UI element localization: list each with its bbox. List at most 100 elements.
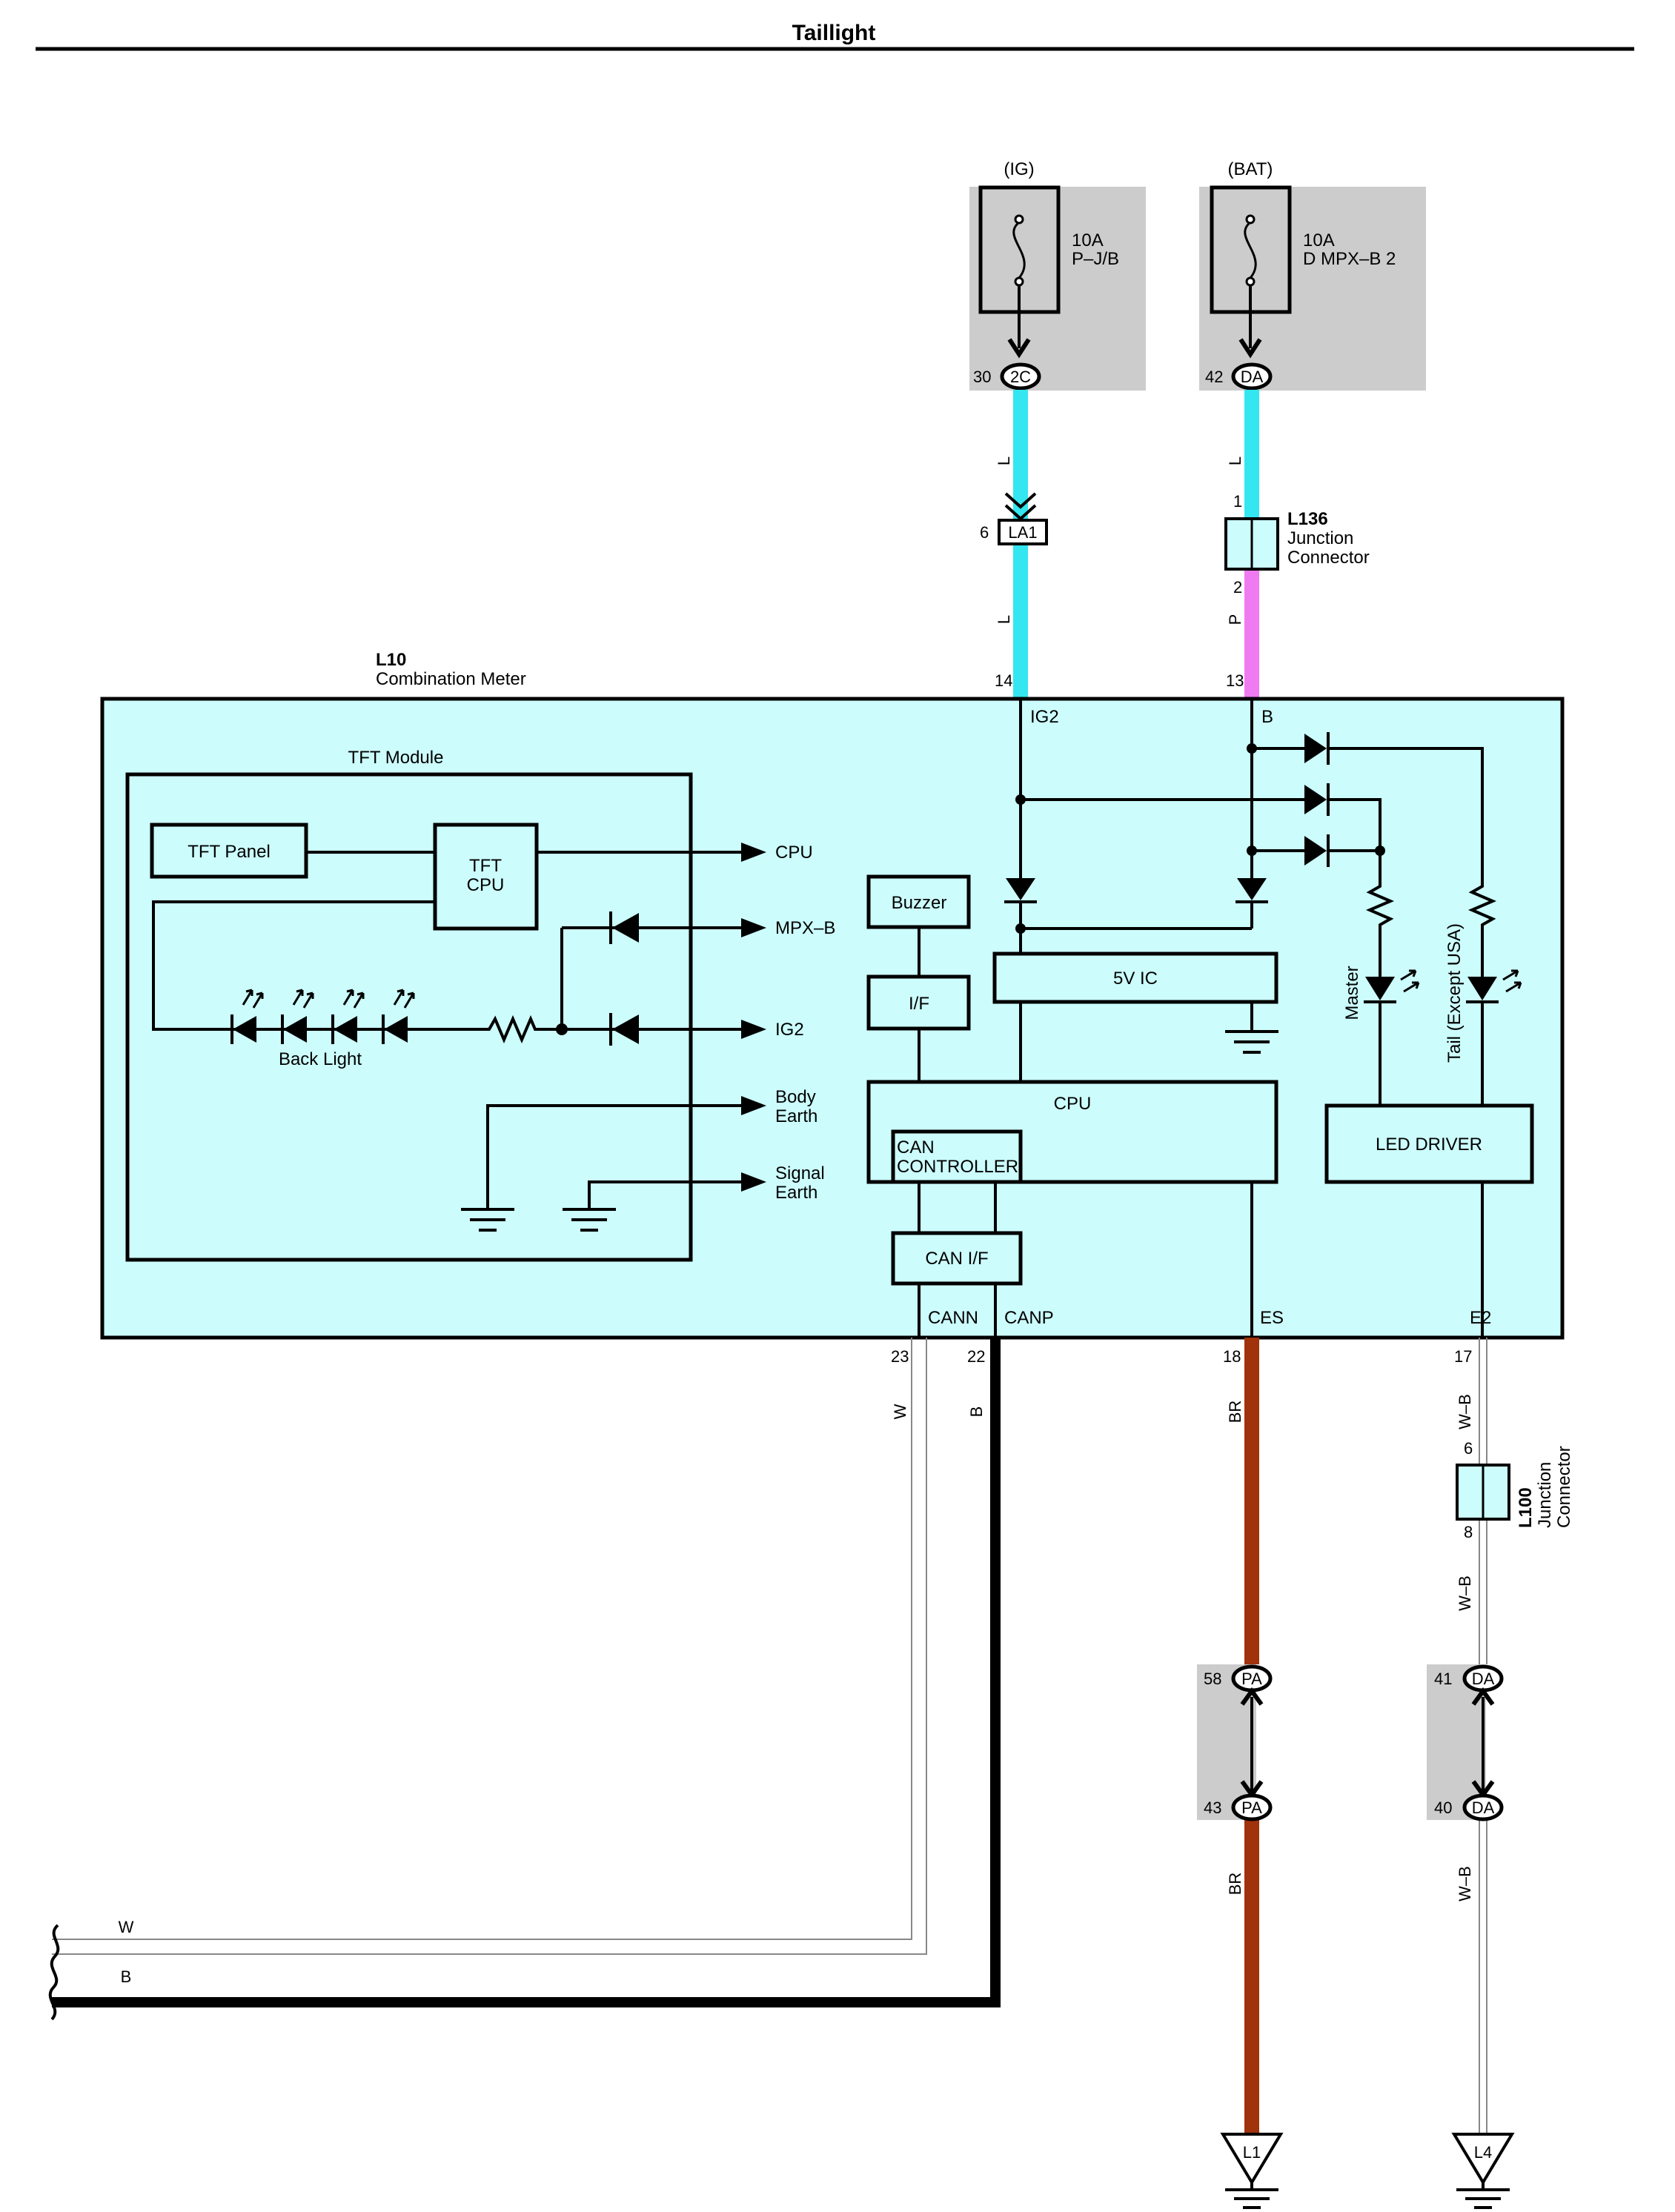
resistor-master — [1365, 882, 1395, 977]
wire-color-b: B — [121, 1967, 132, 1986]
resistor-tail — [1467, 882, 1497, 977]
diode-mpxb — [612, 913, 639, 943]
wire-color-l: L — [995, 615, 1013, 624]
bat-fuse-rating: 10A — [1303, 230, 1335, 250]
ig-fuse-name: P–J/B — [1072, 249, 1119, 269]
pin-es-label: ES — [1260, 1308, 1284, 1328]
wb-wire: W–B W–B W–B 6 8 L100 Junction Connector … — [1434, 1338, 1574, 2134]
ground-symbol — [563, 1208, 616, 1232]
bat-wire: L P 1 2 L136 Junction Connector — [1224, 390, 1370, 699]
ig-wire: L L LA1 6 — [980, 390, 1048, 699]
led-driver-label: LED DRIVER — [1376, 1135, 1482, 1155]
5v-ic-block — [992, 951, 1278, 1004]
wire-color-w: W — [891, 1404, 909, 1419]
pa-top-code: PA — [1241, 1670, 1262, 1688]
ig-pin-number: 30 — [973, 368, 991, 386]
ground-l1: L1 — [1220, 2133, 1284, 2209]
da-top-code: DA — [1472, 1670, 1495, 1688]
l100-pin-bottom: 8 — [1464, 1523, 1473, 1541]
ground-l4-label: L4 — [1474, 2143, 1492, 2162]
tft-output-body-2: Earth — [775, 1106, 817, 1126]
l136-label-1: Junction — [1287, 528, 1353, 548]
tft-module: TFT Module TFT Panel TFT CPU CPU — [125, 748, 835, 1262]
tft-cpu-label-1: TFT — [469, 856, 502, 876]
led-driver-block — [1324, 1103, 1534, 1184]
wire-color-br: BR — [1226, 1873, 1244, 1896]
if-label: I/F — [909, 994, 929, 1014]
pin-23-number: 23 — [891, 1347, 909, 1366]
wire-color-b: B — [967, 1406, 986, 1418]
la1-connector-code: LA1 — [1008, 523, 1037, 542]
page-title: Taillight — [792, 21, 876, 45]
cpu-block — [866, 1080, 1278, 1184]
pa-bottom-code: PA — [1241, 1799, 1262, 1817]
wire-color-wb: W–B — [1456, 1575, 1474, 1611]
br-wire: BR BR PA 58 PA 43 — [1204, 1338, 1273, 2134]
tft-module-title: TFT Module — [348, 748, 444, 768]
buzzer-label: Buzzer — [892, 893, 947, 913]
pin-18-number: 18 — [1223, 1347, 1241, 1366]
fuse-arrow — [1007, 338, 1031, 359]
tft-output-cpu: CPU — [775, 843, 813, 863]
l100-label-2: Connector — [1554, 1446, 1574, 1528]
can-controller-block — [891, 1129, 1023, 1184]
l136-label-2: Connector — [1287, 548, 1370, 568]
tft-output-body-1: Body — [775, 1087, 816, 1107]
la1-pin-number: 6 — [980, 523, 989, 542]
pin-cann-label: CANN — [928, 1308, 978, 1328]
l136-id: L136 — [1287, 509, 1328, 529]
pin-canp-label: CANP — [1004, 1308, 1054, 1328]
l136-pin-top: 1 — [1233, 492, 1242, 511]
wire-color-l: L — [1226, 456, 1244, 465]
tft-panel-label: TFT Panel — [188, 842, 271, 862]
fuse-arrow — [1238, 338, 1262, 359]
can-controller-label-2: CONTROLLER — [897, 1157, 1018, 1177]
pin-13-number: 13 — [1226, 671, 1244, 690]
ig-fuse: (IG) 10A P–J/B 30 2C — [973, 159, 1119, 391]
b-wire: B B — [52, 1338, 1001, 2007]
tft-output-signal-2: Earth — [775, 1183, 817, 1203]
fuse-symbol — [1244, 221, 1257, 279]
fuse-symbol — [1012, 221, 1026, 279]
diode-ig2 — [612, 1014, 639, 1044]
page-header: Taillight — [36, 21, 1634, 51]
ground-l4: L4 — [1451, 2133, 1515, 2209]
l136-pin-bottom: 2 — [1233, 578, 1242, 597]
pin-17-number: 17 — [1454, 1347, 1472, 1366]
pin-ig2-label: IG2 — [1030, 707, 1059, 727]
meter-id: L10 — [376, 650, 406, 670]
master-led: Master — [1342, 966, 1420, 1106]
bat-source-label: (BAT) — [1228, 159, 1273, 179]
tft-cpu — [433, 823, 539, 931]
ig-source-label: (IG) — [1004, 159, 1034, 179]
cpu-output-arrow — [741, 843, 766, 862]
can-controller-label-1: CAN — [897, 1137, 935, 1158]
ig-connector-code: 2C — [1010, 368, 1031, 386]
tail-label: Tail (Except USA) — [1445, 923, 1465, 1063]
tft-cpu-label-2: CPU — [467, 875, 505, 895]
bat-pin-number: 42 — [1205, 368, 1223, 386]
da-bottom-code: DA — [1472, 1799, 1495, 1817]
wire-color-l: L — [995, 456, 1013, 465]
ground-symbol — [461, 1208, 514, 1232]
ground-l1-label: L1 — [1243, 2143, 1261, 2162]
ig-fuse-rating: 10A — [1072, 230, 1104, 250]
tft-output-mpxb: MPX–B — [775, 918, 835, 938]
ground-symbol — [1225, 1030, 1278, 1054]
meter-name: Combination Meter — [376, 669, 526, 689]
l100-label-1: Junction — [1535, 1462, 1555, 1528]
wire-color-wb: W–B — [1456, 1866, 1474, 1902]
bat-fuse-name: D MPX–B 2 — [1303, 249, 1396, 269]
pin-14-number: 14 — [995, 671, 1012, 690]
wire-color-br: BR — [1226, 1401, 1244, 1424]
l100-pin-top: 6 — [1464, 1439, 1473, 1458]
can-if-label: CAN I/F — [925, 1249, 988, 1269]
back-light-label: Back Light — [279, 1049, 362, 1069]
bat-fuse: (BAT) 10A D MPX–B 2 42 DA — [1205, 159, 1396, 391]
diode-ig2-internal — [1006, 878, 1035, 900]
pin-e2-label: E2 — [1470, 1308, 1491, 1328]
da-top-pin: 41 — [1434, 1670, 1452, 1688]
wire-color-p: P — [1226, 614, 1244, 625]
resistor-symbol — [483, 1014, 562, 1044]
